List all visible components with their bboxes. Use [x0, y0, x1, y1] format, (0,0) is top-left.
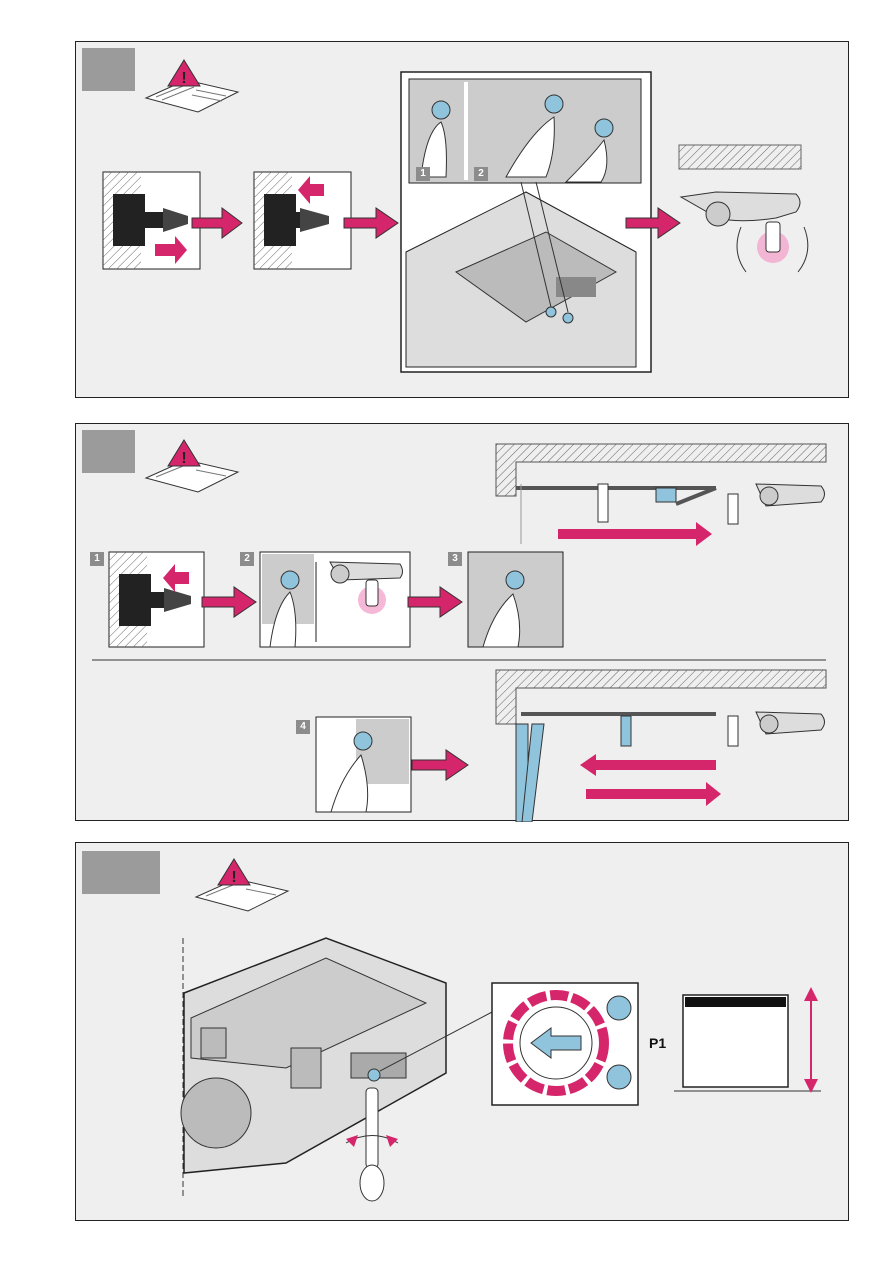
zoom-step-1: 1 [416, 167, 430, 181]
control-board-illustration [401, 72, 651, 372]
step-label-2: 2 [240, 552, 254, 566]
step-label-3: 3 [448, 552, 462, 566]
step-label-1: 1 [90, 552, 104, 566]
plug-unplug-illustration [103, 172, 200, 269]
door-arm-open-illustration [496, 444, 826, 546]
section-1-illustration: ! [76, 42, 850, 399]
section-1: ! [75, 41, 849, 398]
control-board-potentiometer-illustration [181, 938, 494, 1201]
step-1-unplug [109, 552, 204, 647]
step-4-press-button [316, 717, 411, 812]
step-2-press-button [260, 552, 410, 647]
zoom-step-2: 2 [474, 167, 488, 181]
speed-potentiometer-zoom [492, 983, 638, 1105]
door-arm-cycle-illustration [496, 670, 826, 822]
section-3-illustration: ! [76, 843, 850, 1222]
section-2-illustration: ! [76, 424, 850, 822]
speed-level-indicator [674, 987, 821, 1093]
step-label-4: 4 [296, 720, 310, 734]
svg-text:!: ! [181, 450, 186, 467]
svg-text:!: ! [231, 869, 236, 886]
section-2: ! [75, 423, 849, 821]
step-3-release-button [468, 552, 563, 647]
warning-manual-icon: ! [146, 440, 238, 492]
plug-insert-illustration [254, 172, 351, 269]
operator-lamp-illustration [679, 145, 808, 272]
potentiometer-label: P1 [649, 1035, 666, 1051]
svg-text:!: ! [181, 70, 186, 87]
warning-manual-icon: ! [146, 60, 238, 112]
section-3: ! [75, 842, 849, 1221]
warning-manual-icon: ! [196, 859, 288, 911]
